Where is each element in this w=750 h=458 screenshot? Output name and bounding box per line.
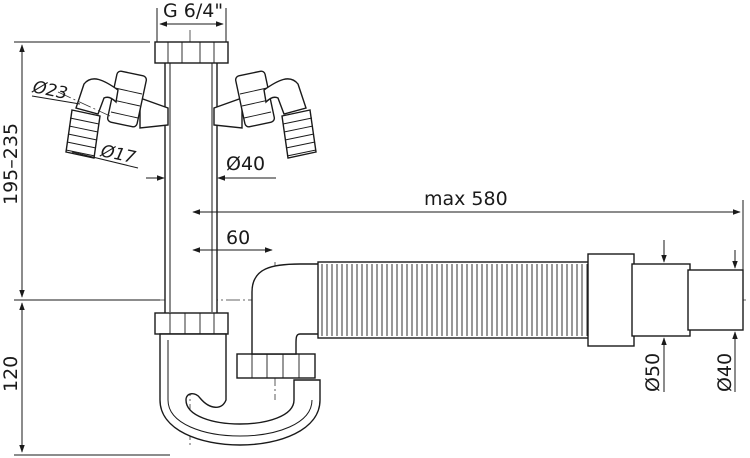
hose-inner-label: Ø17 xyxy=(98,141,138,168)
right-tee-stub xyxy=(213,97,243,129)
hose-outer-leader xyxy=(31,95,81,105)
hose-end-fitting xyxy=(587,253,635,347)
left-tee-stub xyxy=(139,97,169,129)
max-length-label: max 580 xyxy=(424,188,508,210)
right-elbow xyxy=(263,78,307,115)
hose-inner-leader xyxy=(71,151,139,169)
hose-outer-label: Ø23 xyxy=(30,77,69,104)
u-trap xyxy=(154,263,323,446)
height-range-label: 195–235 xyxy=(0,123,22,205)
right-hose-connector xyxy=(213,70,317,159)
outlet-outer-label: Ø50 xyxy=(642,353,664,392)
corrugated-hose xyxy=(317,261,591,339)
thread-label: G 6/4" xyxy=(163,0,223,22)
pipe-diameter-label: Ø40 xyxy=(226,153,265,175)
flexible-hose xyxy=(317,253,744,347)
trap-bend xyxy=(159,333,321,446)
left-hose-connector xyxy=(57,70,169,159)
outlet-inner-label: Ø40 xyxy=(714,353,736,392)
outlet-nut xyxy=(236,353,316,379)
outlet-elbow xyxy=(251,263,323,355)
outlet-spigot xyxy=(687,269,744,331)
hose-corrugations xyxy=(321,264,588,336)
adapter-ring xyxy=(631,263,691,337)
offset-label: 60 xyxy=(226,227,250,249)
standpipe xyxy=(154,41,229,316)
standpipe-tube xyxy=(164,61,218,316)
height-lower-label: 120 xyxy=(0,356,22,392)
lower-nut xyxy=(154,312,229,335)
top-nut xyxy=(154,41,229,64)
